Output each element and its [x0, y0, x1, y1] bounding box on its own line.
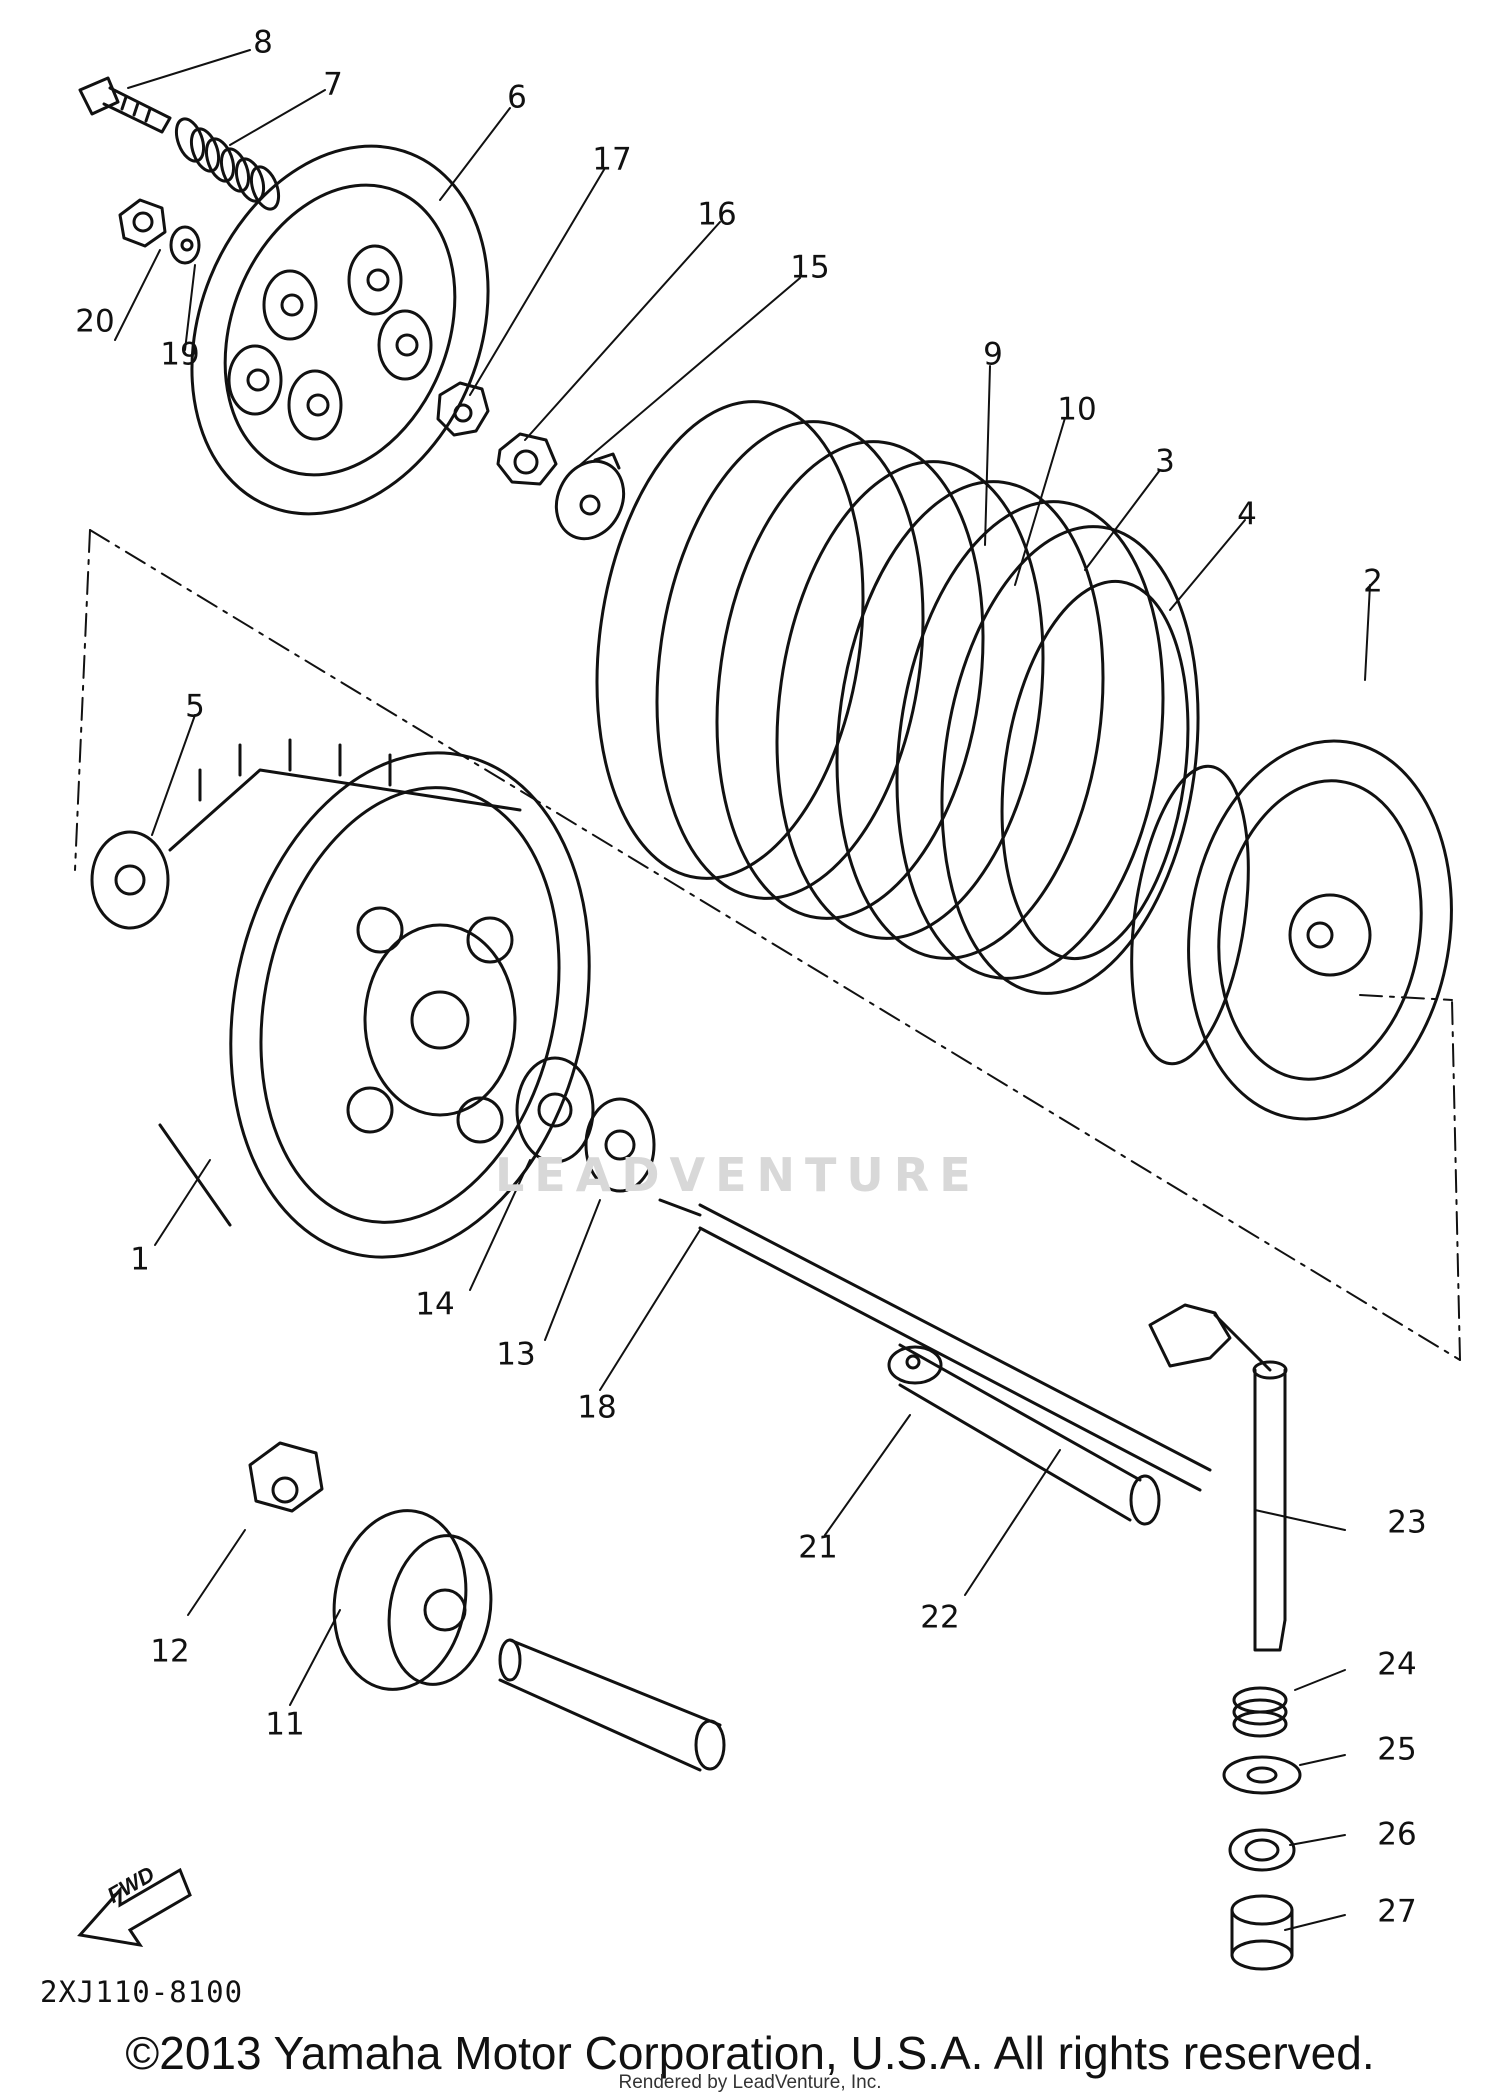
- part-1-clutch-housing: [158, 738, 591, 1259]
- part-8-bolt: [78, 76, 172, 134]
- callout-7: 7: [323, 66, 343, 103]
- part-26-oil-seal: [1228, 1828, 1296, 1872]
- part-19-washer: [169, 225, 201, 265]
- part-18-push-rod: [658, 1198, 1212, 1492]
- callout-15: 15: [790, 249, 830, 286]
- callout-26: 26: [1377, 1816, 1417, 1853]
- fwd-arrow-icon: [77, 1867, 192, 1948]
- part-6-pressure-plate: [190, 144, 490, 516]
- watermark: LEADVENTURE: [495, 1148, 981, 1202]
- part-11-gear: [332, 1509, 493, 1691]
- part-13-washer: [584, 1097, 656, 1193]
- callout-4: 4: [1237, 496, 1257, 533]
- callout-1: 1: [130, 1241, 150, 1278]
- part-27-bearing: [1230, 1894, 1294, 1971]
- part-17-lock-washer: [436, 381, 490, 437]
- callout-17: 17: [592, 141, 632, 178]
- callout-23: 23: [1387, 1504, 1427, 1541]
- leader-lines: [114, 49, 1371, 1931]
- part-21-ball: [887, 1345, 943, 1385]
- copyright-notice: ©2013 Yamaha Motor Corporation, U.S.A. A…: [125, 2027, 1375, 2079]
- callout-8: 8: [253, 24, 273, 61]
- part-22-shaft: [898, 1343, 1161, 1526]
- callout-20: 20: [75, 303, 115, 340]
- part-20-nut: [118, 198, 167, 248]
- callout-25: 25: [1377, 1731, 1417, 1768]
- callout-12: 12: [150, 1633, 190, 1670]
- assembly-guide-lines: [74, 529, 1461, 1361]
- callout-22: 22: [920, 1599, 960, 1636]
- callout-3: 3: [1155, 443, 1175, 480]
- callout-10: 10: [1057, 391, 1097, 428]
- part-2-primary-driven-gear: [1130, 739, 1453, 1121]
- callout-11: 11: [265, 1706, 305, 1743]
- reference-code: 2XJ110-8100: [40, 1975, 244, 2009]
- callout-24: 24: [1377, 1646, 1417, 1683]
- part-25-washer: [1222, 1755, 1302, 1795]
- callout-13: 13: [496, 1336, 536, 1373]
- callout-21: 21: [798, 1529, 838, 1566]
- callout-16: 16: [697, 196, 737, 233]
- callout-19: 19: [160, 336, 200, 373]
- part-5-thrust-washer: [90, 830, 170, 930]
- part-16-nut: [496, 432, 558, 486]
- render-note: Rendered by LeadVenture, Inc.: [618, 2072, 882, 2093]
- part-7-spring: [174, 117, 281, 211]
- callout-2: 2: [1363, 563, 1383, 600]
- part-15-tab-washer: [554, 452, 626, 541]
- callout-27: 27: [1377, 1893, 1417, 1930]
- callout-5: 5: [185, 688, 205, 725]
- part-23-push-lever: [1148, 1303, 1288, 1652]
- sleeve: [498, 1638, 726, 1772]
- callout-9: 9: [983, 336, 1003, 373]
- part-24-spring: [1232, 1686, 1288, 1738]
- callout-18: 18: [577, 1389, 617, 1426]
- part-12-nut: [248, 1441, 324, 1513]
- part-14-washer: [515, 1056, 595, 1164]
- callout-6: 6: [507, 79, 527, 116]
- clutch-plates-stack: [595, 400, 1200, 995]
- callout-14: 14: [415, 1286, 455, 1323]
